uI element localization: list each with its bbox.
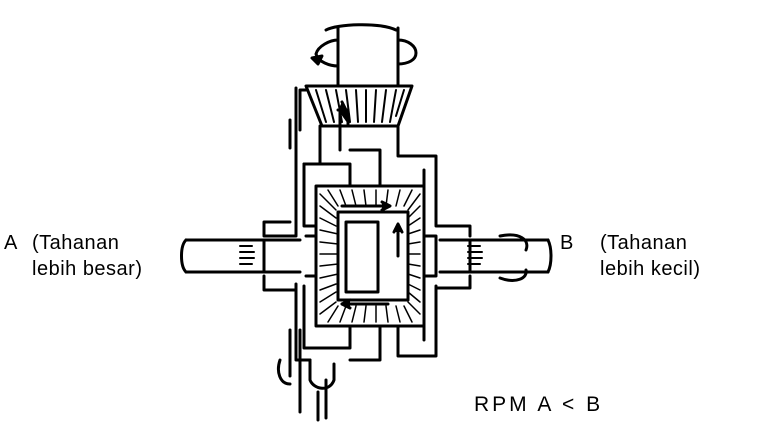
label-a-resistance-line1: (Tahanan (32, 232, 120, 254)
differential-housing (262, 86, 472, 422)
rpm-relation-caption: RPM A < B (474, 393, 604, 416)
label-a-resistance-line2: lebih besar) (32, 258, 143, 280)
label-b-letter: B (560, 232, 574, 254)
differential-gears (304, 184, 438, 328)
label-b-resistance-line1: (Tahanan (600, 232, 688, 254)
drive-pinion (304, 84, 414, 152)
label-a-letter: A (4, 232, 18, 254)
label-b-resistance-line2: lebih kecil) (600, 258, 701, 280)
left-axle-shaft (180, 238, 302, 274)
input-shaft (314, 23, 418, 88)
rotation-arrow-icon (310, 54, 324, 66)
right-axle-shaft (438, 233, 553, 282)
